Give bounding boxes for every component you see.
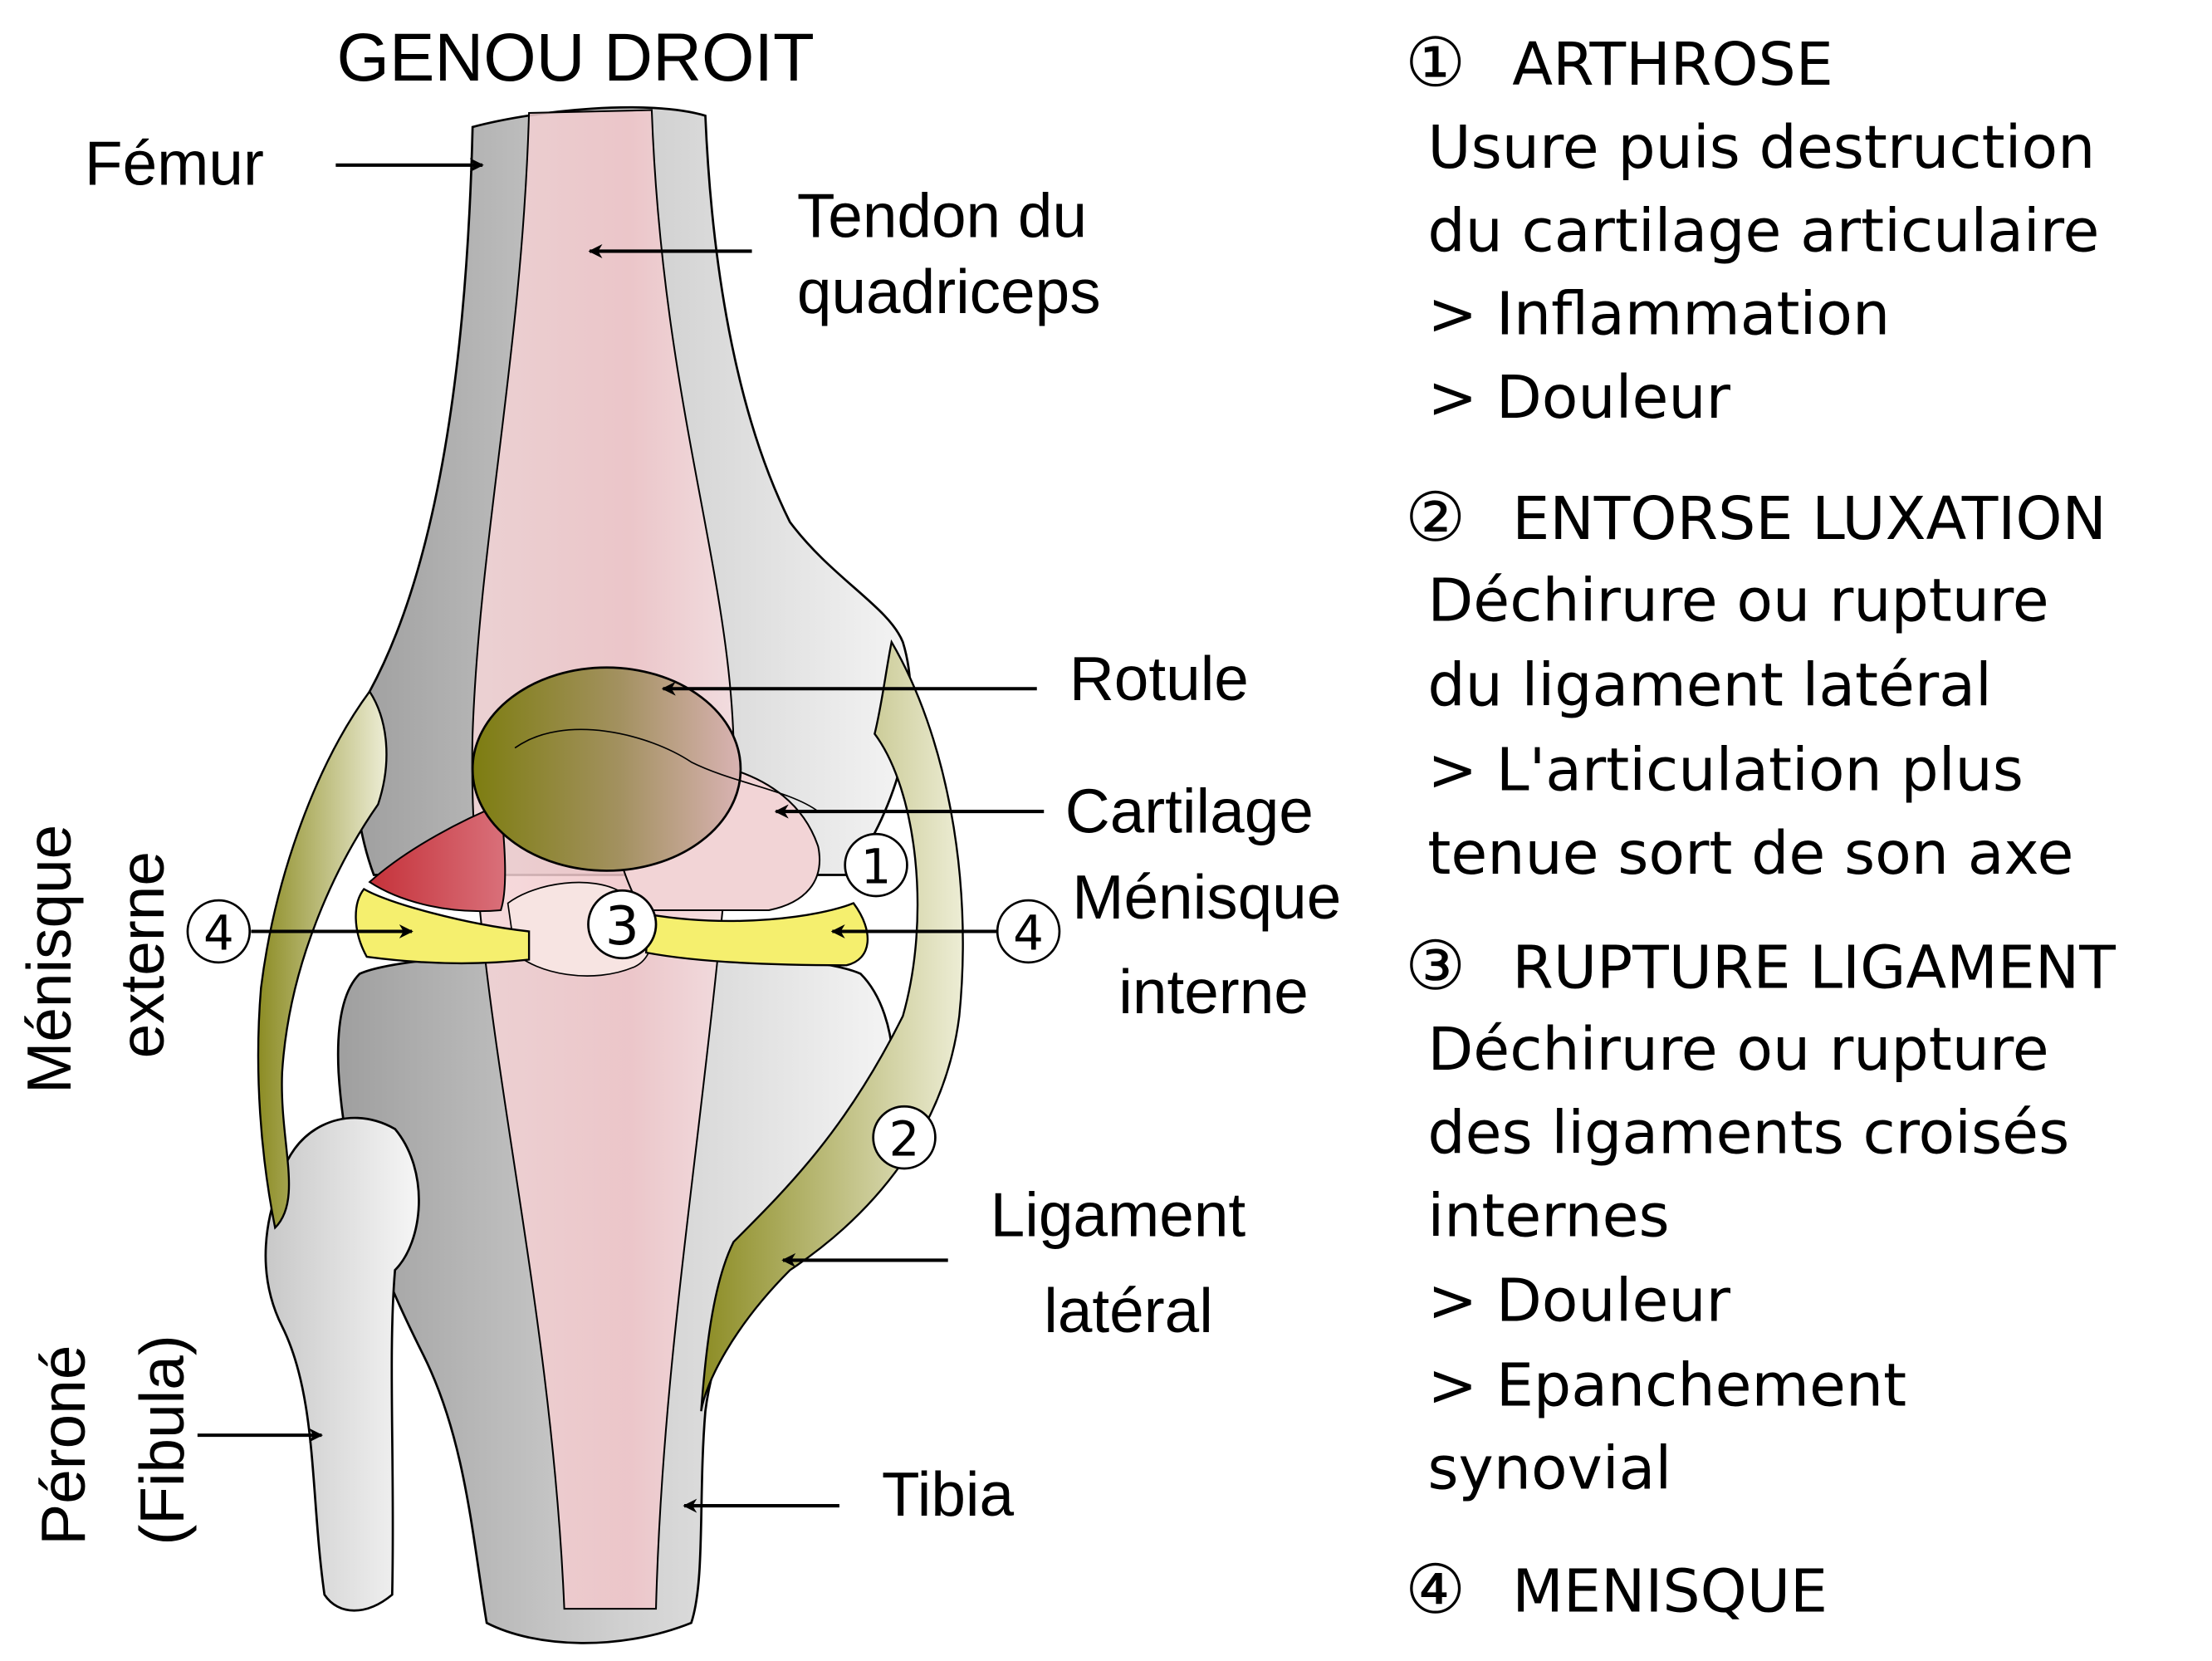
fibula-bone xyxy=(264,1116,420,1612)
legend-1-line-3: > Inflammation xyxy=(1427,280,1890,349)
legend-2-line-4: tenue sort de son axe xyxy=(1427,819,2073,888)
cartilage-red xyxy=(368,803,507,913)
legend-2-line-2: du ligament latéral xyxy=(1427,651,1991,720)
legend-2-heading: ENTORSE LUXATION xyxy=(1512,484,2107,553)
legend-2-line-1: Déchirure ou rupture xyxy=(1427,566,2048,635)
label-tibia: Tibia xyxy=(882,1459,1015,1529)
lateral-ligament-external xyxy=(257,689,388,1230)
label-ligament-1: Ligament xyxy=(991,1180,1246,1250)
legend-4-number: ④ xyxy=(1405,1551,1466,1629)
legend-1-line-4: > Douleur xyxy=(1427,363,1730,432)
label-menisque-interne-2: interne xyxy=(1118,957,1309,1026)
label-menisque-externe-1: Ménisque xyxy=(14,825,84,1094)
legend-3-line-4: > Douleur xyxy=(1427,1266,1730,1335)
label-rotule: Rotule xyxy=(1069,644,1249,713)
legend-1-heading: ARTHROSE xyxy=(1512,30,1833,99)
legend-3-line-3: internes xyxy=(1427,1182,1669,1251)
label-perone-2: (Fibula) xyxy=(127,1335,197,1545)
svg-text:3: 3 xyxy=(605,895,639,958)
label-ligament-2: latéral xyxy=(1044,1276,1213,1345)
legend-3-line-5: > Epanchement xyxy=(1427,1350,1906,1419)
legend-2-number: ② xyxy=(1405,478,1466,557)
legend-3-line-6: synovial xyxy=(1427,1434,1671,1503)
legend-2-line-3: > L'articulation plus xyxy=(1427,736,2024,805)
svg-text:2: 2 xyxy=(889,1111,920,1168)
legend-1-number: ① xyxy=(1405,24,1466,103)
marker-4-right: 4 xyxy=(996,899,1061,964)
label-tendon-2: quadriceps xyxy=(797,257,1101,326)
legend-3-line-1: Déchirure ou rupture xyxy=(1427,1015,2048,1084)
legend-1-line-2: du cartilage articulaire xyxy=(1427,196,2099,265)
diagram-title: GENOU DROIT xyxy=(337,20,815,96)
label-menisque-externe-2: externe xyxy=(107,851,177,1058)
marker-3: 3 xyxy=(587,889,658,960)
legend-3-line-2: des ligaments croisés xyxy=(1427,1098,2069,1167)
svg-text:4: 4 xyxy=(1013,905,1044,962)
label-cartilage: Cartilage xyxy=(1065,777,1314,846)
legend: ① ARTHROSE Usure puis destruction du car… xyxy=(1405,24,2116,1630)
svg-text:1: 1 xyxy=(861,839,892,895)
rotule-patella xyxy=(471,666,742,872)
marker-1: 1 xyxy=(844,832,908,898)
svg-text:4: 4 xyxy=(203,905,234,962)
rotule-contour xyxy=(514,728,819,812)
label-femur: Fémur xyxy=(85,129,264,198)
lateral-ligament-internal xyxy=(700,639,964,1412)
marker-4-left: 4 xyxy=(186,899,252,964)
legend-1-line-1: Usure puis destruction xyxy=(1427,113,2095,182)
legend-3-heading: RUPTURE LIGAMENT xyxy=(1512,933,2116,1002)
label-tendon-1: Tendon du xyxy=(797,180,1087,250)
legend-3-number: ③ xyxy=(1405,927,1466,1006)
label-menisque-interne-1: Ménisque xyxy=(1072,862,1341,932)
label-perone-1: Péroné xyxy=(28,1345,98,1546)
meniscus-internal xyxy=(644,902,869,967)
legend-4-heading: MENISQUE xyxy=(1512,1557,1828,1626)
marker-2: 2 xyxy=(872,1105,937,1170)
